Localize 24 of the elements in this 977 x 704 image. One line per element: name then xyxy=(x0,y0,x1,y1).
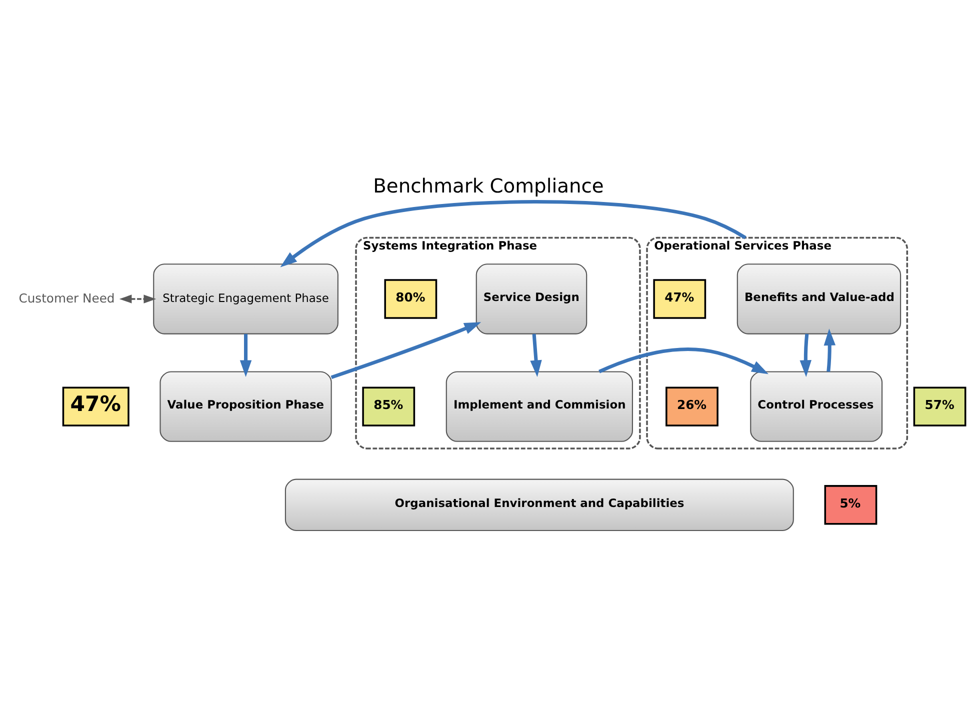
node-box: Implement and Commision xyxy=(446,371,633,442)
arrow xyxy=(530,334,542,378)
arrow xyxy=(824,328,836,372)
node-box: Control Processes xyxy=(750,371,883,442)
arrow xyxy=(119,294,156,304)
arrow xyxy=(800,334,812,378)
node-box: Organisational Environment and Capabilities xyxy=(284,478,794,531)
node-box: 47% xyxy=(62,386,130,426)
node-box: 5% xyxy=(824,485,878,525)
node-box: Strategic Engagement Phase xyxy=(153,264,338,334)
arrow xyxy=(330,322,482,380)
arrow xyxy=(240,334,252,378)
node-box: Service Design xyxy=(476,264,588,334)
node-box: 80% xyxy=(384,279,438,319)
node-box: Value Proposition Phase xyxy=(160,371,332,442)
arrow xyxy=(280,200,746,268)
node-box: 85% xyxy=(362,386,416,426)
node-box: 57% xyxy=(913,386,966,426)
node-box: 26% xyxy=(666,386,718,426)
diagram-title: Benchmark Compliance xyxy=(373,174,604,198)
arrow xyxy=(598,348,768,374)
node-text: Customer Need xyxy=(18,291,115,306)
node-box: Benefits and Value-add xyxy=(736,264,902,334)
node-box: 47% xyxy=(653,279,706,319)
